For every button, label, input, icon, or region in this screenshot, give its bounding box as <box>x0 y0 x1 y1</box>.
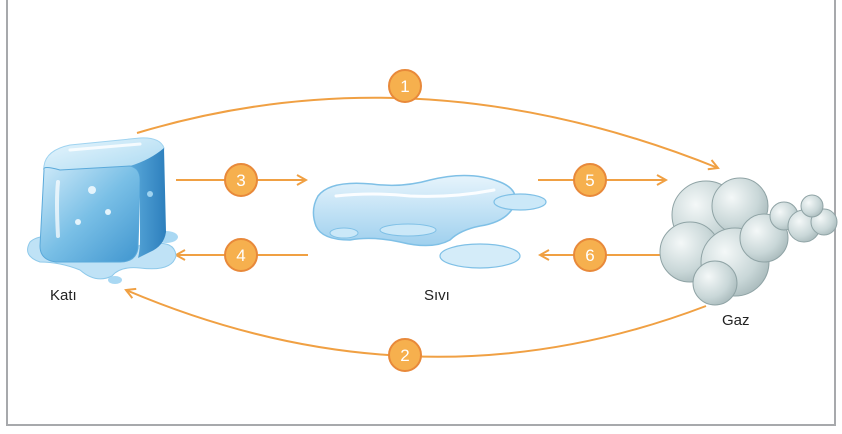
svg-text:1: 1 <box>400 77 409 96</box>
svg-text:3: 3 <box>236 171 245 190</box>
badge-6: 6 <box>573 238 607 272</box>
label-gas: Gaz <box>722 312 750 329</box>
water-puddle-icon <box>312 174 547 269</box>
label-solid: Katı <box>50 287 77 304</box>
badge-2: 2 <box>388 338 422 372</box>
ice-cube-icon <box>27 137 178 284</box>
label-liquid: Sıvı <box>424 287 450 304</box>
badge-4: 4 <box>224 238 258 272</box>
badge-3: 3 <box>224 163 258 197</box>
badge-5: 5 <box>573 163 607 197</box>
frame-border <box>6 0 836 426</box>
svg-text:6: 6 <box>585 246 594 265</box>
svg-text:2: 2 <box>400 346 409 365</box>
gas-cloud-icon <box>659 177 838 306</box>
svg-text:4: 4 <box>236 246 245 265</box>
svg-text:5: 5 <box>585 171 594 190</box>
arrow-1-solid-to-gas <box>136 96 718 168</box>
badge-1: 1 <box>388 69 422 103</box>
